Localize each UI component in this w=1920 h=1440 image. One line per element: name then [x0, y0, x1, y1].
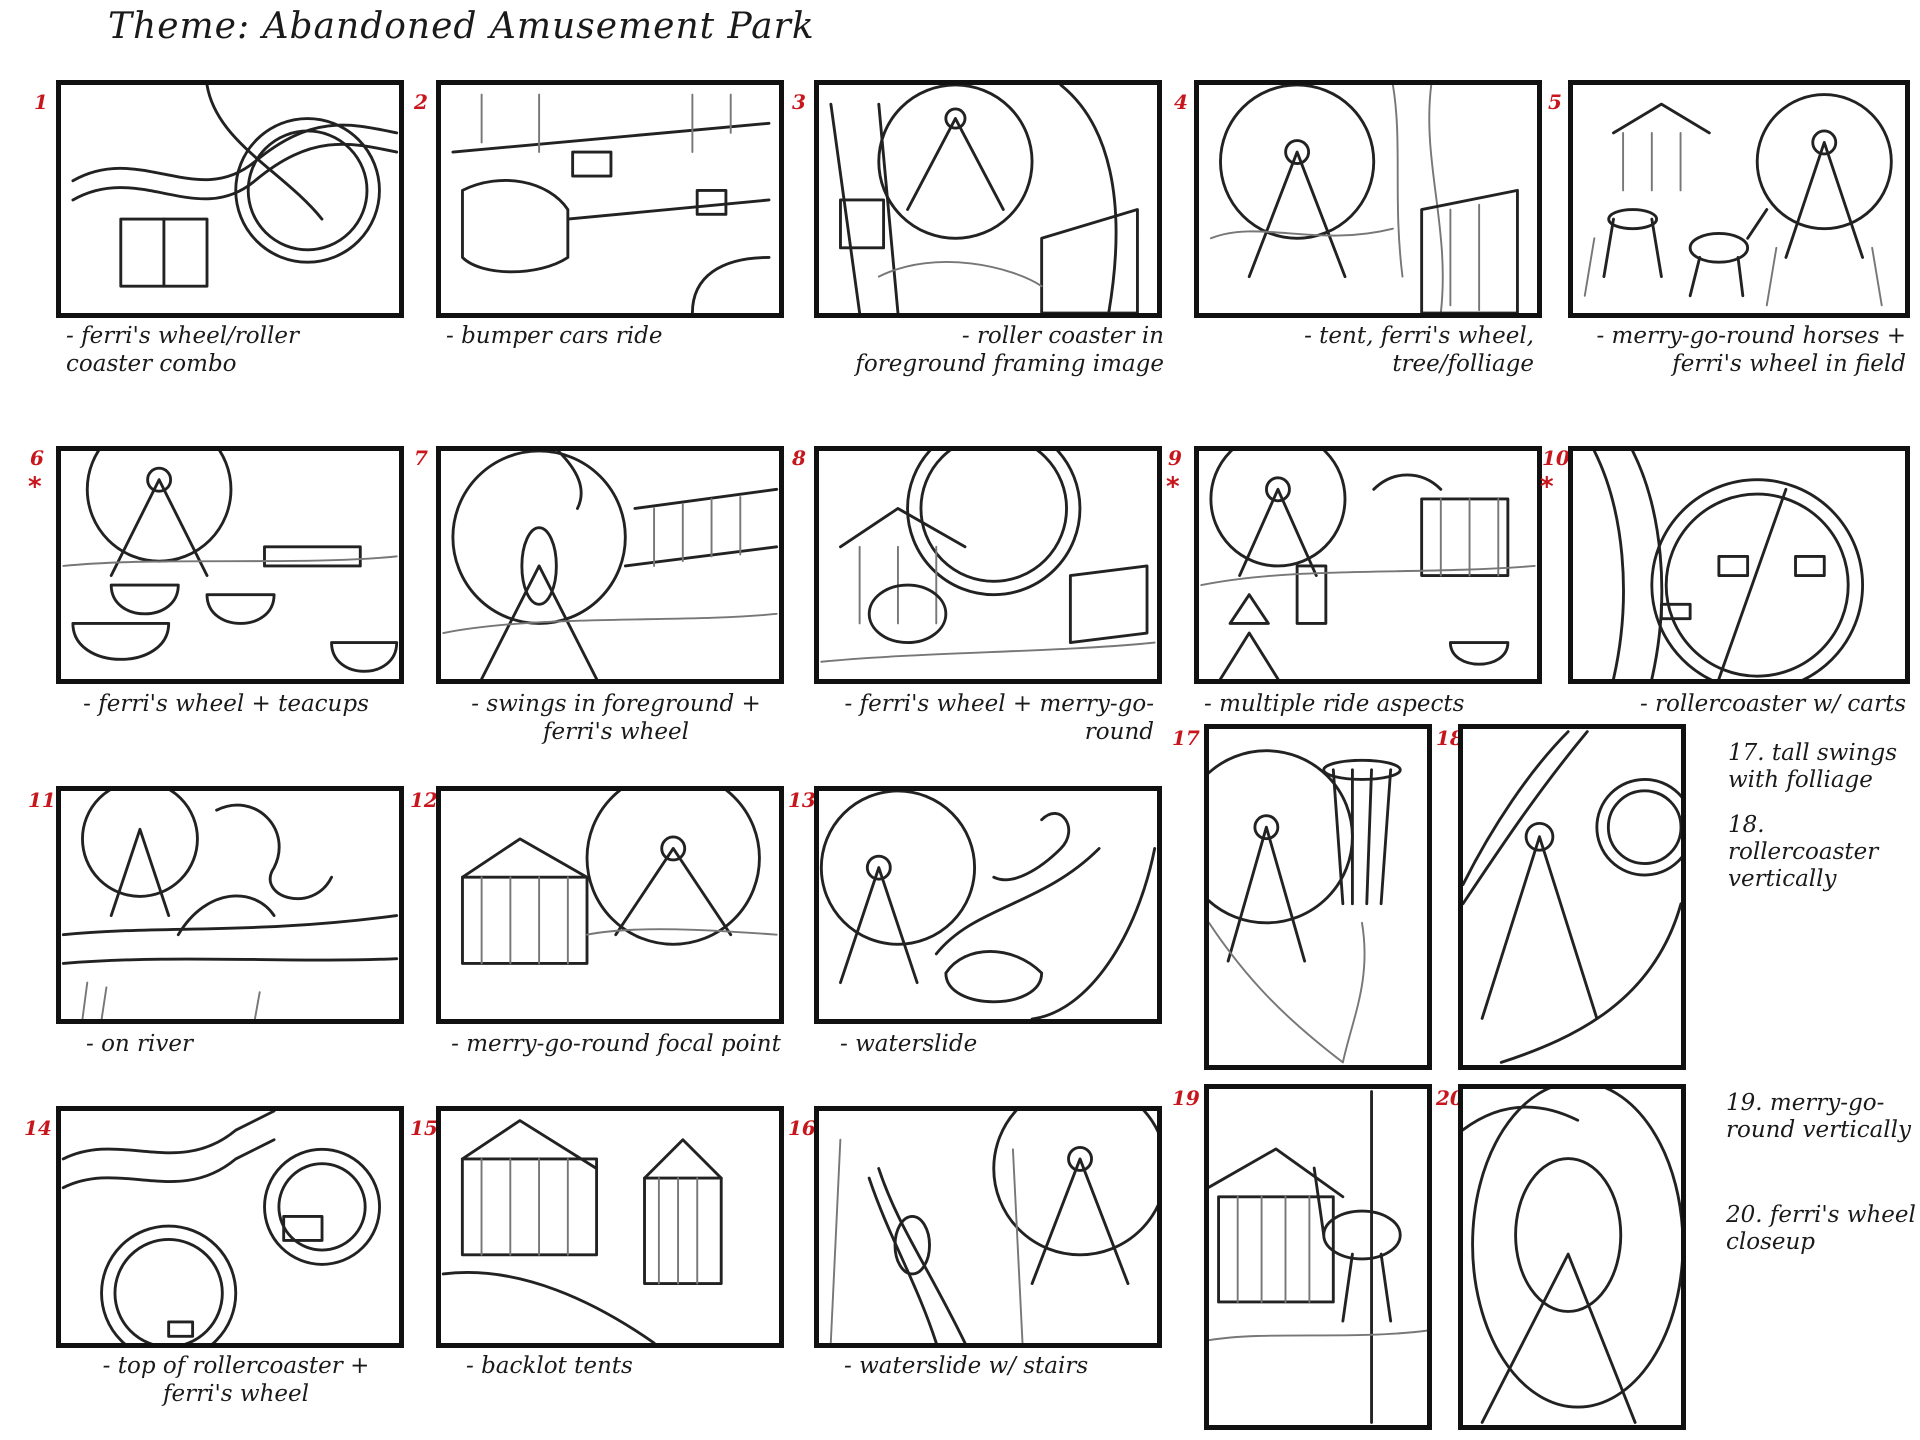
sketch-river: [61, 791, 399, 1019]
storyboard-panel-10: [1568, 446, 1910, 684]
storyboard-panel-2: [436, 80, 784, 318]
panel-caption: - waterslide w/ stairs: [844, 1353, 1089, 1379]
sketch-coaster-vertical: [1463, 730, 1681, 1064]
storyboard-panel-8: [814, 446, 1162, 684]
side-note-17: 17. tall swings with folliage: [1728, 740, 1898, 793]
panel-number: 17: [1172, 726, 1200, 750]
panel-caption: - ferri's wheel + teacups: [83, 691, 369, 717]
storyboard-panel-18: [1458, 724, 1686, 1070]
sketch-multiple-rides: [1200, 451, 1536, 679]
panel-caption: - bumper cars ride: [446, 323, 663, 349]
sketch-ferris-teacups: [62, 451, 399, 673]
panel-number: 11: [28, 788, 56, 812]
favorite-star: *: [1540, 472, 1554, 502]
storyboard-panel-6: [56, 446, 404, 684]
sketch-ferris-coaster: [71, 85, 399, 288]
sketch-swings-ferris: [442, 451, 779, 679]
sketch-coaster-top: [61, 1111, 381, 1343]
side-note-20: 20. ferri's wheel closeup: [1726, 1202, 1916, 1255]
storyboard-panel-17: [1204, 724, 1432, 1070]
panel-number: 1: [34, 90, 48, 114]
panel-caption: - roller coaster in foreground framing i…: [855, 323, 1164, 377]
storyboard-panel-16: [814, 1106, 1162, 1348]
storyboard-panel-5: [1568, 80, 1910, 318]
panel-number: 16: [788, 1116, 816, 1140]
side-note-18: 18. rollercoaster vertically: [1728, 812, 1879, 892]
storyboard-panel-19: [1204, 1084, 1432, 1430]
favorite-star: *: [28, 472, 42, 502]
panel-number: 8: [792, 446, 806, 470]
storyboard-panel-15: [436, 1106, 784, 1348]
panel-caption: - rollercoaster w/ carts: [1639, 691, 1906, 717]
panel-caption: - ferri's wheel/roller coaster combo: [66, 323, 299, 377]
panel-caption: - top of rollercoaster + ferri's wheel: [102, 1353, 370, 1407]
panel-caption: - ferri's wheel + merry-go-round: [844, 691, 1154, 745]
sketch-carousel-horses: [1583, 93, 1893, 307]
sketch-carousel-vertical: [1209, 1090, 1427, 1424]
panel-caption: - tent, ferri's wheel, tree/folliage: [1304, 323, 1534, 377]
panel-number: 4: [1174, 90, 1188, 114]
panel-caption: - multiple ride aspects: [1204, 691, 1465, 717]
favorite-star: *: [1166, 472, 1180, 502]
sketch-coaster-carts: [1592, 451, 1864, 679]
sketch-bumper-cars: [451, 93, 771, 313]
sketch-tall-swings: [1209, 749, 1402, 1064]
panel-number: 12: [410, 788, 438, 812]
page-title: Theme: Abandoned Amusement Park: [108, 6, 815, 47]
panel-number: 14: [24, 1116, 52, 1140]
panel-number: 3: [792, 90, 806, 114]
panel-caption: - merry-go-round focal point: [451, 1031, 781, 1057]
sketch-waterslide: [819, 791, 1157, 1019]
side-note-19: 19. merry-go-round vertically: [1726, 1090, 1911, 1143]
storyboard-panel-7: [436, 446, 784, 684]
storyboard-panel-1: [56, 80, 404, 318]
storyboard-panel-3: [814, 80, 1162, 318]
panel-caption: - backlot tents: [466, 1353, 633, 1379]
panel-number: 5: [1548, 90, 1562, 114]
sketch-ferris-closeup: [1463, 1089, 1681, 1424]
panel-number: 19: [1172, 1086, 1200, 1110]
sketch-carousel-focal: [461, 791, 778, 965]
sketch-backlot-tents: [441, 1119, 723, 1343]
panel-number: 9: [1168, 446, 1182, 470]
panel-caption: - swings in foreground + ferri's wheel: [471, 691, 761, 745]
sketch-ferris-carousel: [820, 451, 1156, 663]
panel-number: 7: [414, 446, 428, 470]
sketch-waterslide-stairs: [829, 1111, 1157, 1343]
storyboard-panel-4: [1194, 80, 1542, 318]
panel-number: 15: [410, 1116, 438, 1140]
storyboard-panel-14: [56, 1106, 404, 1348]
storyboard-panel-13: [814, 786, 1162, 1024]
panel-number: 2: [414, 90, 428, 114]
storyboard-panel-9: [1194, 446, 1542, 684]
panel-caption: - merry-go-round horses + ferri's wheel …: [1596, 323, 1906, 377]
storyboard-panel-20: [1458, 1084, 1686, 1430]
storyboard-panel-12: [436, 786, 784, 1024]
sketch-coaster-framing: [829, 85, 1139, 313]
panel-number: 13: [788, 788, 816, 812]
panel-caption: - waterslide: [840, 1031, 978, 1057]
panel-number: 10: [1542, 446, 1570, 470]
sketch-tent-ferris-tree: [1209, 85, 1519, 313]
storyboard-panel-11: [56, 786, 404, 1024]
panel-caption: - on river: [86, 1031, 194, 1057]
panel-number: 6: [30, 446, 44, 470]
